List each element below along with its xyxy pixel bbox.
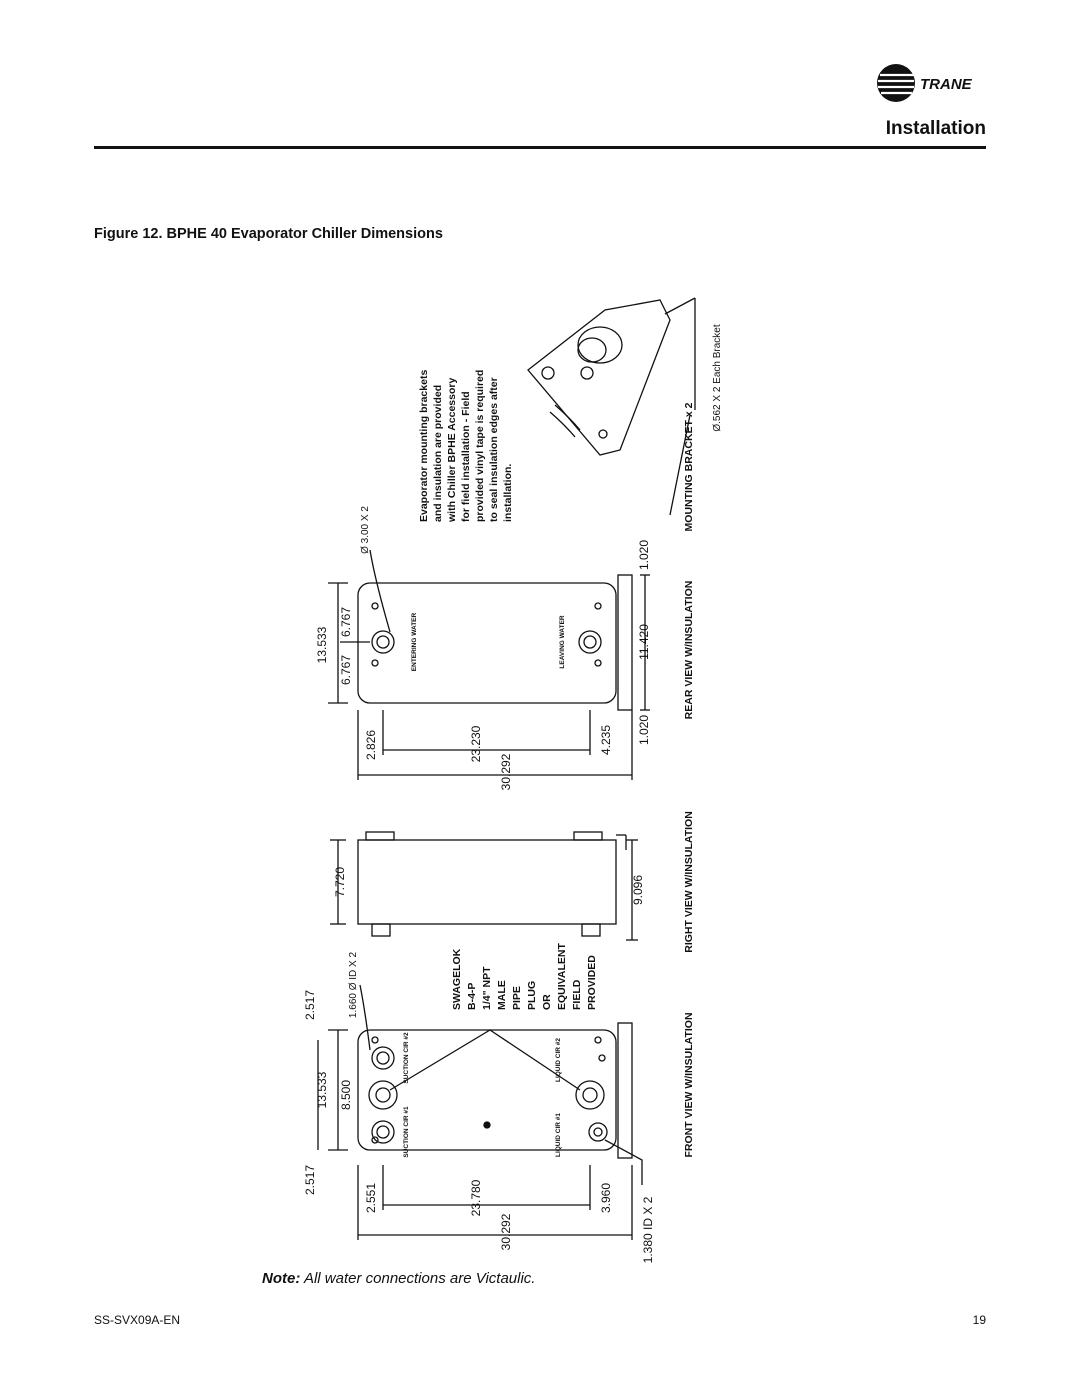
rear-dim-port-size: Ø 3.00 X 2 bbox=[360, 506, 371, 554]
suction-cir2-port bbox=[371, 1046, 395, 1070]
suction-cir2-label: SUCTION CIR #2 bbox=[403, 1032, 410, 1084]
right-view-label: RIGHT VIEW W/INSULATION bbox=[683, 811, 695, 953]
svg-text:for field installation - Field: for field installation - Field bbox=[460, 391, 472, 522]
dimension-drawing: 13.533 6.767 6.767 2.826 23.230 30.292 4… bbox=[280, 250, 750, 1270]
rear-dim-offset: 2.826 bbox=[364, 730, 378, 760]
suction-cir1-label: SUCTION CIR #1 bbox=[403, 1106, 410, 1158]
suction-cir1-port bbox=[371, 1120, 395, 1144]
figure-caption: Figure 12. BPHE 40 Evaporator Chiller Di… bbox=[94, 226, 443, 242]
rear-dim-half-top: 6.767 bbox=[339, 607, 353, 637]
svg-text:installation.: installation. bbox=[502, 464, 514, 522]
svg-text:PLUG: PLUG bbox=[526, 981, 538, 1010]
svg-text:OR: OR bbox=[541, 994, 553, 1010]
front-dim-port-spacing: 8.500 bbox=[339, 1080, 353, 1110]
entering-water-label: ENTERING WATER bbox=[411, 613, 418, 672]
front-view-outline bbox=[357, 1029, 617, 1151]
note-text: All water connections are Victaulic. bbox=[303, 1270, 536, 1287]
page-number: 19 bbox=[972, 1313, 986, 1327]
rear-dim-insulation-top: 1.020 bbox=[637, 540, 651, 570]
note-label: Note: bbox=[262, 1270, 301, 1287]
leaving-water-port bbox=[578, 630, 602, 654]
liquid-cir2-port bbox=[575, 1080, 605, 1110]
document-id: SS-SVX09A-EN bbox=[94, 1313, 181, 1327]
rear-view-outline bbox=[357, 582, 617, 704]
front-dim-height: 13.533 bbox=[315, 1071, 329, 1108]
svg-text:to seal insulation edges after: to seal insulation edges after bbox=[488, 377, 500, 522]
rear-dim-insulation-bottom: 1.020 bbox=[637, 715, 651, 745]
front-dim-bottom-offset: 2.517 bbox=[303, 1165, 317, 1195]
front-dim-right-offset: 3.960 bbox=[599, 1183, 613, 1213]
front-dim-center: 23.780 bbox=[469, 1179, 483, 1216]
front-dim-top-offset: 2.517 bbox=[303, 990, 317, 1020]
front-dim-suction-id: 1.660 Ø ID X 2 bbox=[348, 951, 359, 1018]
rear-view-label: REAR VIEW W/INSULATION bbox=[683, 581, 695, 720]
bracket-note: Evaporator mounting brackets and insulat… bbox=[418, 370, 514, 523]
front-dim-overall: 30.292 bbox=[499, 1213, 513, 1250]
liquid-cir2-label: LIQUID CIR #2 bbox=[555, 1038, 562, 1082]
entering-water-port bbox=[371, 630, 395, 654]
rear-dim-right-offset: 4.235 bbox=[599, 725, 613, 755]
mounting-bracket bbox=[527, 299, 671, 456]
fitting-note: SWAGELOK B-4-P 1/4" NPT MALE PIPE PLUG O… bbox=[451, 943, 598, 1010]
right-dim-insulated-depth: 9.096 bbox=[631, 875, 645, 905]
rear-dim-overall: 30.292 bbox=[499, 753, 513, 790]
right-dim-depth: 7.720 bbox=[333, 867, 347, 897]
svg-text:EQUIVALENT: EQUIVALENT bbox=[556, 943, 568, 1010]
svg-text:PROVIDED: PROVIDED bbox=[586, 955, 598, 1010]
front-dim-left-offset: 2.551 bbox=[364, 1183, 378, 1213]
bracket-hole-label: Ø.562 X 2 Each Bracket bbox=[712, 324, 723, 432]
leaving-water-label: LEAVING WATER bbox=[559, 615, 566, 669]
rear-dim-height: 13.533 bbox=[315, 626, 329, 663]
front-dim-liquid-id: 1.380 ID X 2 bbox=[641, 1196, 655, 1263]
section-title: Installation bbox=[885, 118, 986, 139]
svg-text:SWAGELOK: SWAGELOK bbox=[451, 948, 463, 1010]
svg-text:PIPE: PIPE bbox=[511, 986, 523, 1010]
liquid-cir1-port bbox=[588, 1122, 608, 1142]
svg-text:MALE: MALE bbox=[496, 980, 508, 1010]
svg-text:with Chiller BPHE Accessory: with Chiller BPHE Accessory bbox=[446, 378, 458, 523]
rear-dim-half-bottom: 6.767 bbox=[339, 655, 353, 685]
svg-text:provided vinyl tape is require: provided vinyl tape is required bbox=[474, 370, 486, 522]
water-connection-note: Note: All water connections are Victauli… bbox=[262, 1270, 535, 1287]
svg-text:FIELD: FIELD bbox=[571, 979, 583, 1010]
header-rule bbox=[94, 146, 986, 149]
svg-text:1/4" NPT: 1/4" NPT bbox=[481, 966, 493, 1010]
trane-logo: TRANE bbox=[874, 60, 994, 108]
front-view-label: FRONT VIEW W/INSULATION bbox=[683, 1012, 695, 1157]
right-view-outline bbox=[357, 839, 617, 925]
bracket-view-label: MOUNTING BRACKET x 2 bbox=[683, 402, 695, 531]
rear-dim-insulation-width: 11.420 bbox=[637, 624, 651, 660]
svg-text:and insulation are provided: and insulation are provided bbox=[432, 385, 444, 522]
brand-name: TRANE bbox=[920, 76, 973, 93]
rear-dim-center: 23.230 bbox=[469, 725, 483, 762]
liquid-cir1-label: LIQUID CIR #1 bbox=[555, 1113, 562, 1157]
svg-text:B-4-P: B-4-P bbox=[466, 983, 478, 1010]
svg-text:Evaporator mounting brackets: Evaporator mounting brackets bbox=[418, 370, 430, 522]
